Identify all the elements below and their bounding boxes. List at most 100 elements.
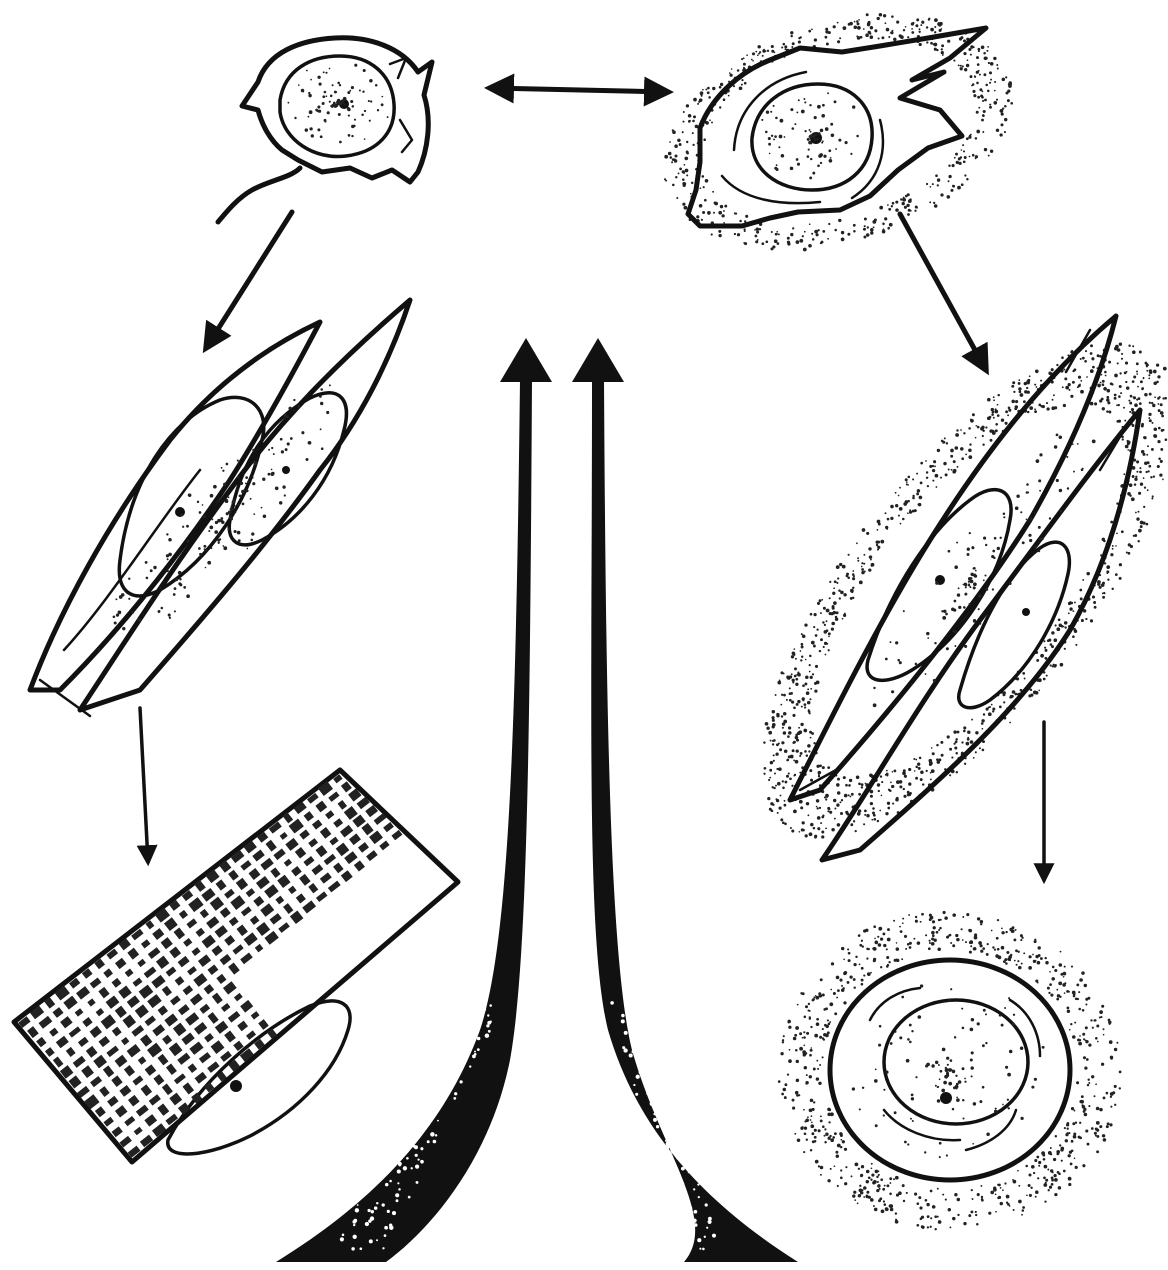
stipple-dot xyxy=(1139,402,1142,405)
stipple-dot xyxy=(1040,654,1044,658)
stipple-dot xyxy=(807,155,810,158)
striation-mark xyxy=(99,1086,110,1097)
stipple-dot xyxy=(1081,1095,1084,1098)
speckle xyxy=(418,1118,422,1122)
stipple-dot xyxy=(856,135,859,138)
stipple-dot xyxy=(982,1044,985,1047)
stipple-dot xyxy=(246,548,248,550)
stipple-dot xyxy=(787,241,790,244)
stipple-dot xyxy=(808,1003,810,1005)
stipple-dot xyxy=(970,1028,974,1032)
stipple-dot xyxy=(869,773,873,777)
speckle xyxy=(650,1075,652,1077)
stipple-dot xyxy=(845,1166,847,1168)
stipple-dot xyxy=(900,198,902,200)
striation-mark xyxy=(181,1033,194,1046)
stipple-dot xyxy=(982,444,984,446)
stipple-dot xyxy=(1053,664,1056,667)
stipple-dot xyxy=(782,787,785,790)
stipple-dot xyxy=(803,1109,805,1111)
stipple-dot xyxy=(790,827,792,829)
stipple-dot xyxy=(766,111,769,114)
stipple-dot xyxy=(1050,1147,1052,1149)
stipple-dot xyxy=(801,646,804,649)
stipple-dot xyxy=(692,144,694,146)
striation-mark xyxy=(194,1022,207,1035)
stipple-dot xyxy=(167,558,169,560)
stipple-dot xyxy=(298,84,300,86)
striation-mark xyxy=(124,1065,135,1076)
stipple-dot xyxy=(1070,395,1073,398)
stipple-dot xyxy=(1073,471,1075,473)
stipple-dot xyxy=(757,54,759,56)
stipple-dot xyxy=(977,96,980,99)
stipple-dot xyxy=(209,526,213,530)
stipple-dot xyxy=(1140,525,1143,528)
striation-mark xyxy=(183,985,194,995)
speckle xyxy=(664,1082,666,1084)
stipple-dot xyxy=(1118,395,1121,398)
stipple-dot xyxy=(884,22,886,24)
stipple-dot xyxy=(911,28,913,30)
stipple-dot xyxy=(905,948,907,950)
stipple-dot xyxy=(965,586,967,588)
stipple-dot xyxy=(783,673,785,675)
stipple-dot xyxy=(839,1132,842,1135)
stipple-dot xyxy=(855,956,857,958)
stipple-dot xyxy=(1153,370,1157,374)
stipple-dot xyxy=(186,594,190,598)
striation-mark xyxy=(134,1127,143,1136)
stipple-dot xyxy=(799,831,801,833)
stipple-dot xyxy=(762,49,765,52)
stipple-dot xyxy=(1090,619,1093,622)
stipple-dot xyxy=(682,203,685,206)
stipple-dot xyxy=(814,613,817,616)
striation-mark xyxy=(340,825,353,838)
speckle xyxy=(648,1062,652,1066)
stipple-dot xyxy=(966,913,969,916)
stipple-dot xyxy=(988,1212,991,1215)
stipple-dot xyxy=(1139,467,1141,469)
stipple-dot xyxy=(850,823,853,826)
stipple-dot xyxy=(942,54,944,56)
stipple-dot xyxy=(974,936,978,940)
stipple-dot xyxy=(810,737,812,739)
stipple-dot xyxy=(1102,596,1105,599)
stipple-dot xyxy=(251,532,254,535)
striation-mark xyxy=(185,1012,199,1025)
stipple-dot xyxy=(859,963,861,965)
stipple-dot xyxy=(810,613,813,616)
stipple-dot xyxy=(771,135,773,137)
stipple-dot xyxy=(1092,1027,1094,1029)
stipple-dot xyxy=(847,233,850,236)
stipple-dot xyxy=(911,31,914,34)
stipple-dot xyxy=(831,627,834,630)
stipple-dot xyxy=(873,703,877,707)
stipple-dot xyxy=(861,786,863,788)
stipple-dot xyxy=(879,810,881,812)
stipple-dot xyxy=(864,225,866,227)
stipple-dot xyxy=(962,1099,964,1101)
stipple-dot xyxy=(899,780,902,783)
stipple-dot xyxy=(348,134,351,137)
stipple-dot xyxy=(238,539,241,542)
stipple-dot xyxy=(962,1067,965,1070)
stipple-dot xyxy=(777,242,780,245)
stipple-dot xyxy=(1073,368,1076,371)
speckle xyxy=(668,1156,670,1158)
stipple-dot xyxy=(1083,1110,1086,1113)
stipple-dot xyxy=(984,574,986,576)
stipple-dot xyxy=(1035,1196,1037,1198)
stipple-dot xyxy=(1020,934,1023,937)
stipple-dot xyxy=(1161,415,1164,418)
stipple-dot xyxy=(787,735,790,738)
stipple-dot xyxy=(921,20,923,22)
speckle xyxy=(433,1049,435,1051)
stipple-dot xyxy=(955,752,958,755)
stipple-dot xyxy=(766,727,769,730)
stipple-dot xyxy=(810,158,812,160)
stipple-dot xyxy=(970,75,973,78)
speckle xyxy=(452,1014,455,1017)
stipple-dot xyxy=(1007,1099,1009,1101)
stipple-dot xyxy=(1067,1122,1070,1125)
